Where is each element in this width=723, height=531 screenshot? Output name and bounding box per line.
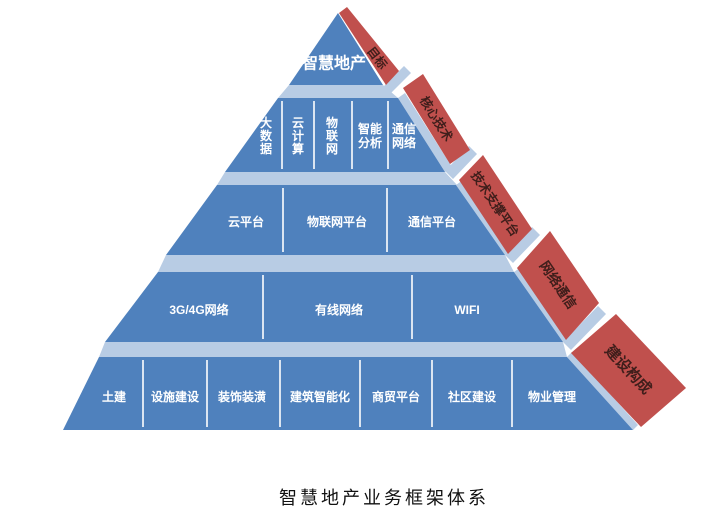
ribbon-construction [571,314,686,427]
level-5-item-building-intel: 建筑智能化 [289,389,350,404]
ribbon-goal [339,7,399,85]
pyramid-faces [63,13,633,430]
strip-sliver-3 [505,227,540,263]
strip-3 [158,255,514,272]
strip-sliver-1 [383,66,411,94]
level-2-item-comm-net: 通信网络 [392,121,416,150]
strip-sliver-2 [445,146,477,179]
level-2-item-iot: 物联网 [326,115,338,156]
column-dividers [142,101,513,427]
level-1-item-smart-realestate: 智慧地产 [302,54,366,73]
level-4-item-3g4g: 3G/4G网络 [169,302,228,317]
level-2-item-analysis: 智能分析 [357,121,382,150]
pyramid-level-2-face [225,98,445,172]
level-5-item-decoration: 装饰装潢 [217,389,266,404]
pyramid-level-3-face [166,185,505,255]
pyramid-level-1-face [289,13,383,85]
level-5-item-property: 物业管理 [528,389,576,404]
level-3-item-iot-platform: 物联网平台 [307,214,367,229]
level-5-item-commerce: 商贸平台 [372,389,420,404]
level-4-item-wifi: WIFI [454,303,479,317]
level-4-item-wired: 有线网络 [315,302,363,317]
diagram-title: 智慧地产业务框架体系 [279,488,489,508]
ribbon-support-platform [459,155,532,254]
slope-band-2 [398,93,452,172]
ribbon-core-tech [403,74,470,164]
level-5-item-facilities: 设施建设 [151,389,200,404]
strip-2 [217,172,457,185]
pyramid-level-4-face [105,272,563,342]
strip-1 [278,85,398,98]
level-3-item-comm-platform: 通信平台 [408,214,456,229]
level-5-item-civil: 土建 [102,389,127,404]
ribbon-network-comm [517,231,599,340]
pyramid-level-5-face [63,357,633,430]
strip-4 [99,342,567,357]
slope-band-5 [567,352,638,430]
level-3-item-cloud-platform: 云平台 [228,214,264,229]
level-5-item-community: 社区建设 [447,389,497,404]
level-2-item-bigdata: 大数据 [260,115,273,156]
side-ribbons [339,7,686,427]
level-2-item-cloud: 云计算 [292,116,304,156]
strip-sliver-4 [563,306,606,350]
